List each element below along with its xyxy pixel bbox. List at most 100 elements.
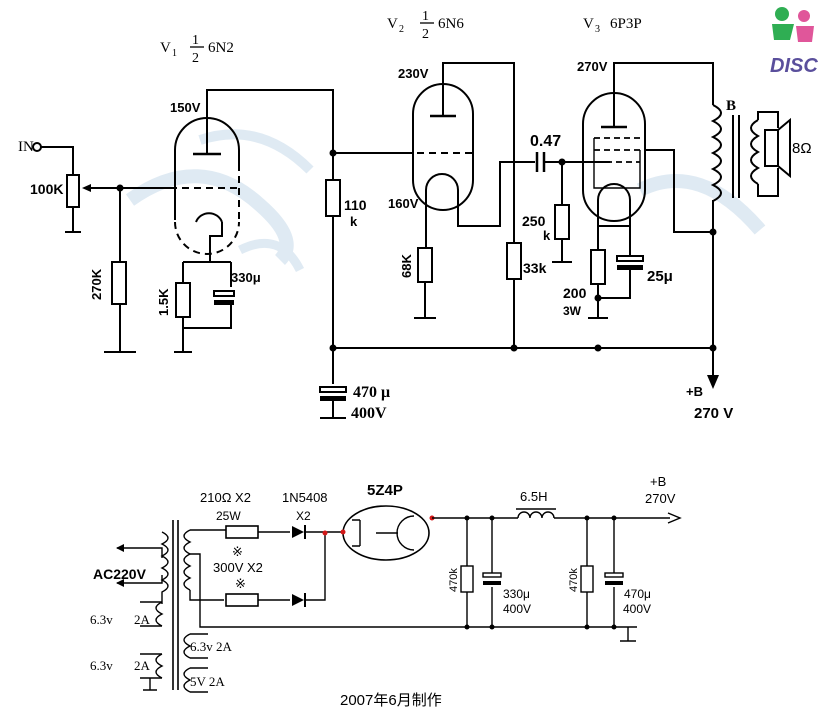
v1-plate-wire — [206, 89, 334, 180]
svg-text:k: k — [350, 214, 358, 229]
diode-top-icon — [292, 525, 306, 539]
input-label: IN — [18, 139, 34, 155]
watermark — [125, 129, 766, 273]
ac-input-icon — [116, 544, 163, 587]
input-wire — [41, 146, 74, 175]
v1-plate-voltage: 150V — [170, 100, 201, 115]
logo-text: DISC — [770, 55, 818, 77]
series-r-label: 210Ω X2 — [200, 490, 251, 505]
v3-cathode-cap-icon — [616, 255, 644, 262]
amplifier-circuit: IN 100K 270K V 1 1 2 6N2 150V — [18, 9, 812, 422]
filter-cap-2-voltage: 400V — [623, 602, 651, 616]
filter-cap-label: 470 μ — [353, 384, 390, 401]
svg-text:2A: 2A — [134, 612, 151, 627]
v3-plate-voltage: 270V — [577, 59, 608, 74]
heater-1-label: 6.3v — [90, 612, 113, 627]
svg-text:1: 1 — [422, 9, 429, 24]
speaker-icon — [764, 117, 791, 179]
diode-bottom-icon — [292, 593, 306, 607]
filter-cap-1-voltage: 400V — [503, 602, 531, 616]
transformer-label: B — [726, 98, 736, 114]
v1-cathode-resistor — [175, 282, 191, 318]
svg-text:3: 3 — [595, 24, 600, 35]
svg-text:1: 1 — [192, 33, 199, 48]
series-r-watt: 25W — [216, 509, 241, 523]
filter-cap-1-label: 330μ — [503, 587, 530, 601]
v2-plate-voltage: 230V — [398, 66, 429, 81]
ps-bplus-arrow-icon — [667, 512, 682, 524]
filter-cap-2-label: 470μ — [624, 587, 651, 601]
heater-4-label: 5V 2A — [190, 674, 225, 689]
filter-cap-voltage: 400V — [351, 405, 387, 422]
v1-cathode-cap-label: 330μ — [231, 270, 261, 285]
v3-label: V — [583, 16, 594, 32]
coupling-cap-icon — [535, 152, 546, 172]
series-resistor-bottom — [225, 593, 259, 607]
heater-2-label: 6.3v — [90, 658, 113, 673]
bleeder-2-label: 470k — [568, 568, 580, 592]
pot-ground — [65, 207, 81, 233]
logo: DISC — [770, 7, 818, 77]
diode-count: X2 — [296, 509, 311, 523]
v3-type: 6P3P — [610, 16, 642, 32]
v2-tube-icon — [405, 83, 474, 211]
wiper-arrow-icon — [82, 184, 91, 192]
choke-icon — [516, 508, 556, 519]
speaker-label: 8Ω — [792, 140, 812, 157]
ps-bplus-label: +B — [650, 474, 666, 489]
svg-text:1: 1 — [172, 48, 177, 59]
v1-cathode-r-label: 1.5K — [156, 288, 171, 316]
volume-potentiometer — [66, 174, 80, 208]
power-transformer-icon — [155, 520, 192, 693]
rectifier-tube-icon — [342, 505, 430, 561]
mark-2: ※ — [235, 576, 246, 591]
grid-leak-resistor — [111, 261, 127, 305]
v1-type: 6N2 — [208, 40, 234, 56]
bleeder-resistor-2 — [580, 565, 594, 593]
ground-icon — [620, 627, 636, 642]
footer-caption: 2007年6月制作 — [340, 692, 442, 709]
voltage-rating: 300V X2 — [213, 560, 263, 575]
pot-label: 100K — [30, 181, 63, 197]
v2-load-label: 33k — [523, 260, 547, 276]
v1-load-resistor — [325, 179, 341, 217]
v1-label: V — [160, 40, 171, 56]
rectifier-label: 5Z4P — [367, 482, 403, 499]
filter-cap-1-icon — [482, 572, 502, 578]
series-resistor-top — [225, 525, 259, 539]
v2-label: V — [387, 16, 398, 32]
v2-cathode-r-label: 68K — [399, 254, 414, 278]
v3-cathode-r-label: 200 — [563, 285, 587, 301]
svg-text:2: 2 — [422, 27, 429, 42]
filter-cap-icon — [319, 386, 347, 393]
heater-3-label: 6.3v 2A — [190, 639, 233, 654]
mark-1: ※ — [232, 544, 243, 559]
v3-grid-r-label: 250 — [522, 213, 546, 229]
v1-load-label: 110 — [344, 197, 367, 213]
ps-bplus-voltage: 270V — [645, 491, 676, 506]
power-supply-circuit: AC220V 6.3v 2A 6.3v 2A 6.3v 2A 5V 2A 210… — [90, 474, 682, 693]
grid-leak-label: 270K — [89, 268, 104, 300]
svg-text:k: k — [543, 228, 551, 243]
ac-input-label: AC220V — [93, 566, 147, 582]
bplus-voltage: 270 V — [694, 405, 733, 422]
svg-text:3W: 3W — [563, 304, 582, 318]
svg-text:2: 2 — [192, 51, 199, 66]
diode-label: 1N5408 — [282, 490, 328, 505]
input-jack-icon — [32, 142, 42, 152]
bplus-label: +B — [686, 384, 703, 399]
bleeder-resistor-1 — [460, 565, 474, 593]
svg-text:2A: 2A — [134, 658, 151, 673]
v2-cathode-voltage: 160V — [388, 196, 419, 211]
output-transformer-icon — [710, 104, 779, 203]
bleeder-1-label: 470k — [448, 568, 460, 592]
v3-cathode-cap-label: 25μ — [647, 268, 673, 285]
choke-label: 6.5H — [520, 489, 547, 504]
svg-text:2: 2 — [399, 24, 404, 35]
coupling-cap-label: 0.47 — [530, 133, 561, 150]
bplus-arrow-icon — [707, 375, 719, 389]
v2-load-resistor — [506, 242, 522, 280]
v1-cathode-cap-icon — [213, 290, 235, 297]
